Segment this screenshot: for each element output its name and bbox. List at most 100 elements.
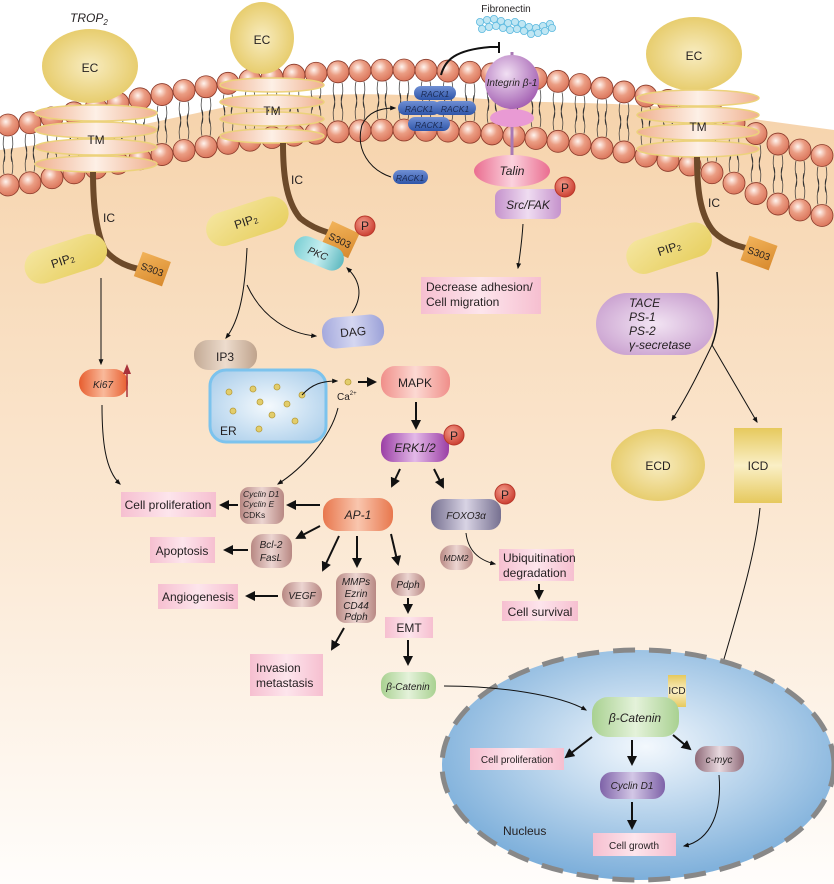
fibronectin-bead [541, 26, 550, 35]
rack1-cluster: RACK1 RACK1 RACK1 RACK1 [398, 86, 476, 131]
svg-text:CD44: CD44 [343, 601, 369, 612]
arrow-ki67-proliferation [101, 404, 121, 485]
svg-text:IP3: IP3 [216, 350, 234, 364]
svg-text:TACE: TACE [629, 296, 661, 310]
lipid-head [766, 132, 790, 156]
outcome-decrease-adhesion: Decrease adhesion/ Cell migration [421, 277, 541, 314]
lipid-head [722, 171, 746, 195]
calcium-ion [344, 378, 352, 386]
lipid-tail [398, 80, 410, 120]
fibronectin-bead [505, 25, 514, 34]
svg-text:RACK1: RACK1 [405, 104, 434, 114]
svg-text:PIP2: PIP2 [656, 238, 683, 259]
svg-text:ECD: ECD [645, 459, 671, 473]
ecd-fragment: ECD [611, 429, 705, 501]
lipid-head [194, 135, 218, 159]
ap1-node: AP-1 [323, 498, 393, 531]
lipid-tail [200, 97, 212, 136]
fibronectin: Fibronectin [475, 4, 557, 38]
beta-catenin-cyto-node: β-Catenin [381, 672, 436, 699]
lipid-head [546, 69, 570, 93]
svg-text:P: P [450, 429, 458, 443]
outcome-apoptosis: Apoptosis [150, 537, 215, 563]
rack1-node: RACK1 [398, 101, 440, 115]
ec-domain [230, 2, 294, 74]
lipid-tail [596, 99, 608, 138]
pkc-node: PKC [293, 236, 344, 271]
svg-text:MDM2: MDM2 [443, 553, 468, 563]
trop2-receptor-left: TROP2 EC TM IC PIP2 S303 [24, 11, 171, 287]
svg-text:Talin: Talin [500, 164, 525, 178]
svg-text:Src/FAK: Src/FAK [506, 198, 551, 212]
arrow-catenin-nucleus [443, 685, 588, 711]
ic-label: IC [103, 211, 115, 225]
lipid-head [392, 58, 416, 82]
svg-text:Cyclin D1: Cyclin D1 [611, 781, 654, 792]
lipid-tail [376, 81, 388, 120]
integrin-beta1 [485, 55, 539, 109]
lipid-head [458, 60, 482, 84]
lipid-tail [178, 101, 190, 140]
tm-domain [219, 77, 325, 144]
lipid-tail [640, 106, 652, 146]
ec-label: EC [686, 49, 703, 63]
integrin-lower-domain [490, 109, 534, 127]
svg-text:FOXO3α: FOXO3α [446, 511, 486, 522]
arrow-catenin-proliferation [564, 736, 593, 759]
arrow-foxo-ubiquitination [465, 532, 497, 566]
lipid-head [546, 129, 570, 153]
ec-label: EC [82, 61, 99, 75]
svg-text:c-myc: c-myc [706, 755, 733, 766]
tm-label: TM [689, 120, 706, 134]
pip2-node: PIP2 [626, 222, 712, 274]
fibronectin-bead [520, 26, 529, 35]
lipid-head [744, 182, 768, 205]
lipid-tail [772, 154, 784, 194]
lipid-head [480, 122, 504, 146]
svg-text:β-Catenin: β-Catenin [385, 682, 430, 693]
arrow-ca-cyclins [276, 407, 339, 485]
outcome-cell-proliferation: Cell proliferation [121, 492, 216, 517]
lipid-tail [332, 82, 344, 121]
lipid-head [568, 73, 592, 96]
lipid-tail [530, 89, 542, 128]
svg-text:PS-2: PS-2 [629, 324, 656, 338]
icd-nuclear: ICD [668, 675, 686, 707]
arrow-mmps-invasion [331, 627, 345, 651]
svg-text:Ki67: Ki67 [93, 380, 113, 391]
outcome-cell-survival: Cell survival [502, 601, 578, 621]
lipid-head [788, 138, 812, 162]
lipid-head [810, 204, 834, 227]
arrow-cleavage-icd [711, 344, 758, 424]
svg-text:RACK1: RACK1 [421, 89, 450, 99]
lipid-head [348, 59, 372, 83]
lipid-tail [816, 166, 828, 205]
cmyc-node: c-myc [695, 746, 744, 772]
phospho-badge: P [443, 424, 465, 446]
mmps-node: MMPs Ezrin CD44 Pdph [336, 573, 376, 623]
svg-text:Pdph: Pdph [344, 612, 368, 623]
endoplasmic-reticulum: ER [208, 368, 328, 444]
arrow-cmyc-growth [682, 774, 721, 848]
lipid-head [18, 171, 42, 195]
arrow-erk-ap1 [390, 468, 401, 488]
svg-text:FasL: FasL [260, 553, 282, 564]
integrin-label: Integrin β-1 [487, 78, 538, 89]
mapk-node: MAPK [381, 366, 450, 398]
er-label: ER [220, 424, 237, 438]
svg-text:P: P [361, 219, 369, 233]
trop2-label: TROP2 [70, 11, 108, 27]
arrow-pip2-ip3 [225, 247, 248, 339]
pdph-node: Pdph [391, 573, 425, 596]
svg-text:Ubiquitination: Ubiquitination [503, 551, 576, 565]
arrow-erk-foxo [433, 468, 444, 489]
lipid-head [326, 120, 350, 144]
lipid-tail [574, 95, 586, 134]
ic-label: IC [708, 196, 720, 210]
svg-text:Decrease adhesion/: Decrease adhesion/ [426, 280, 533, 294]
lipid-head [436, 59, 460, 83]
lipid-head [788, 198, 812, 222]
outcome-cell-growth: Cell growth [593, 833, 676, 856]
svg-text:ICD: ICD [668, 686, 685, 697]
lipid-head [810, 144, 834, 167]
